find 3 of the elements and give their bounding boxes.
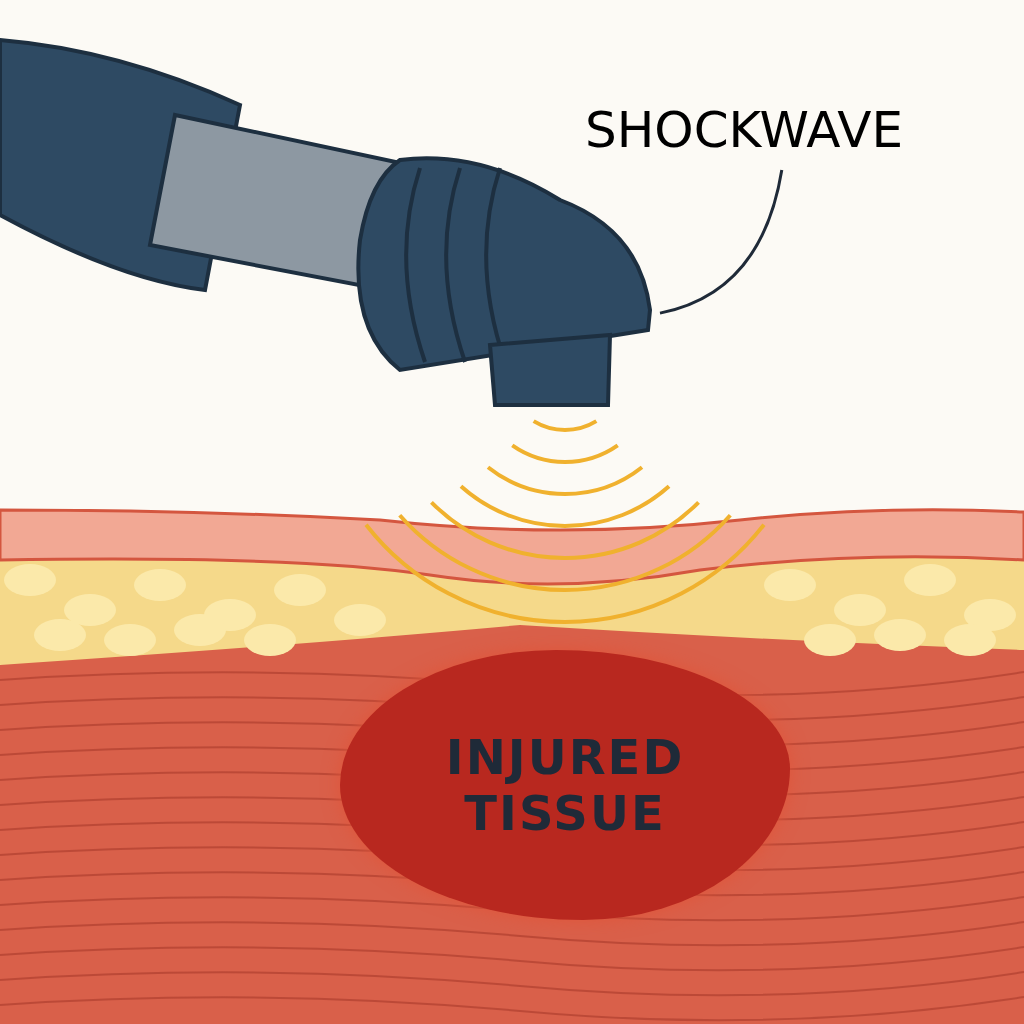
callout-label: SHOCKWAVE	[585, 90, 995, 170]
leader-line	[659, 169, 784, 315]
tissue-label: INJURED TISSUE	[444, 729, 686, 841]
